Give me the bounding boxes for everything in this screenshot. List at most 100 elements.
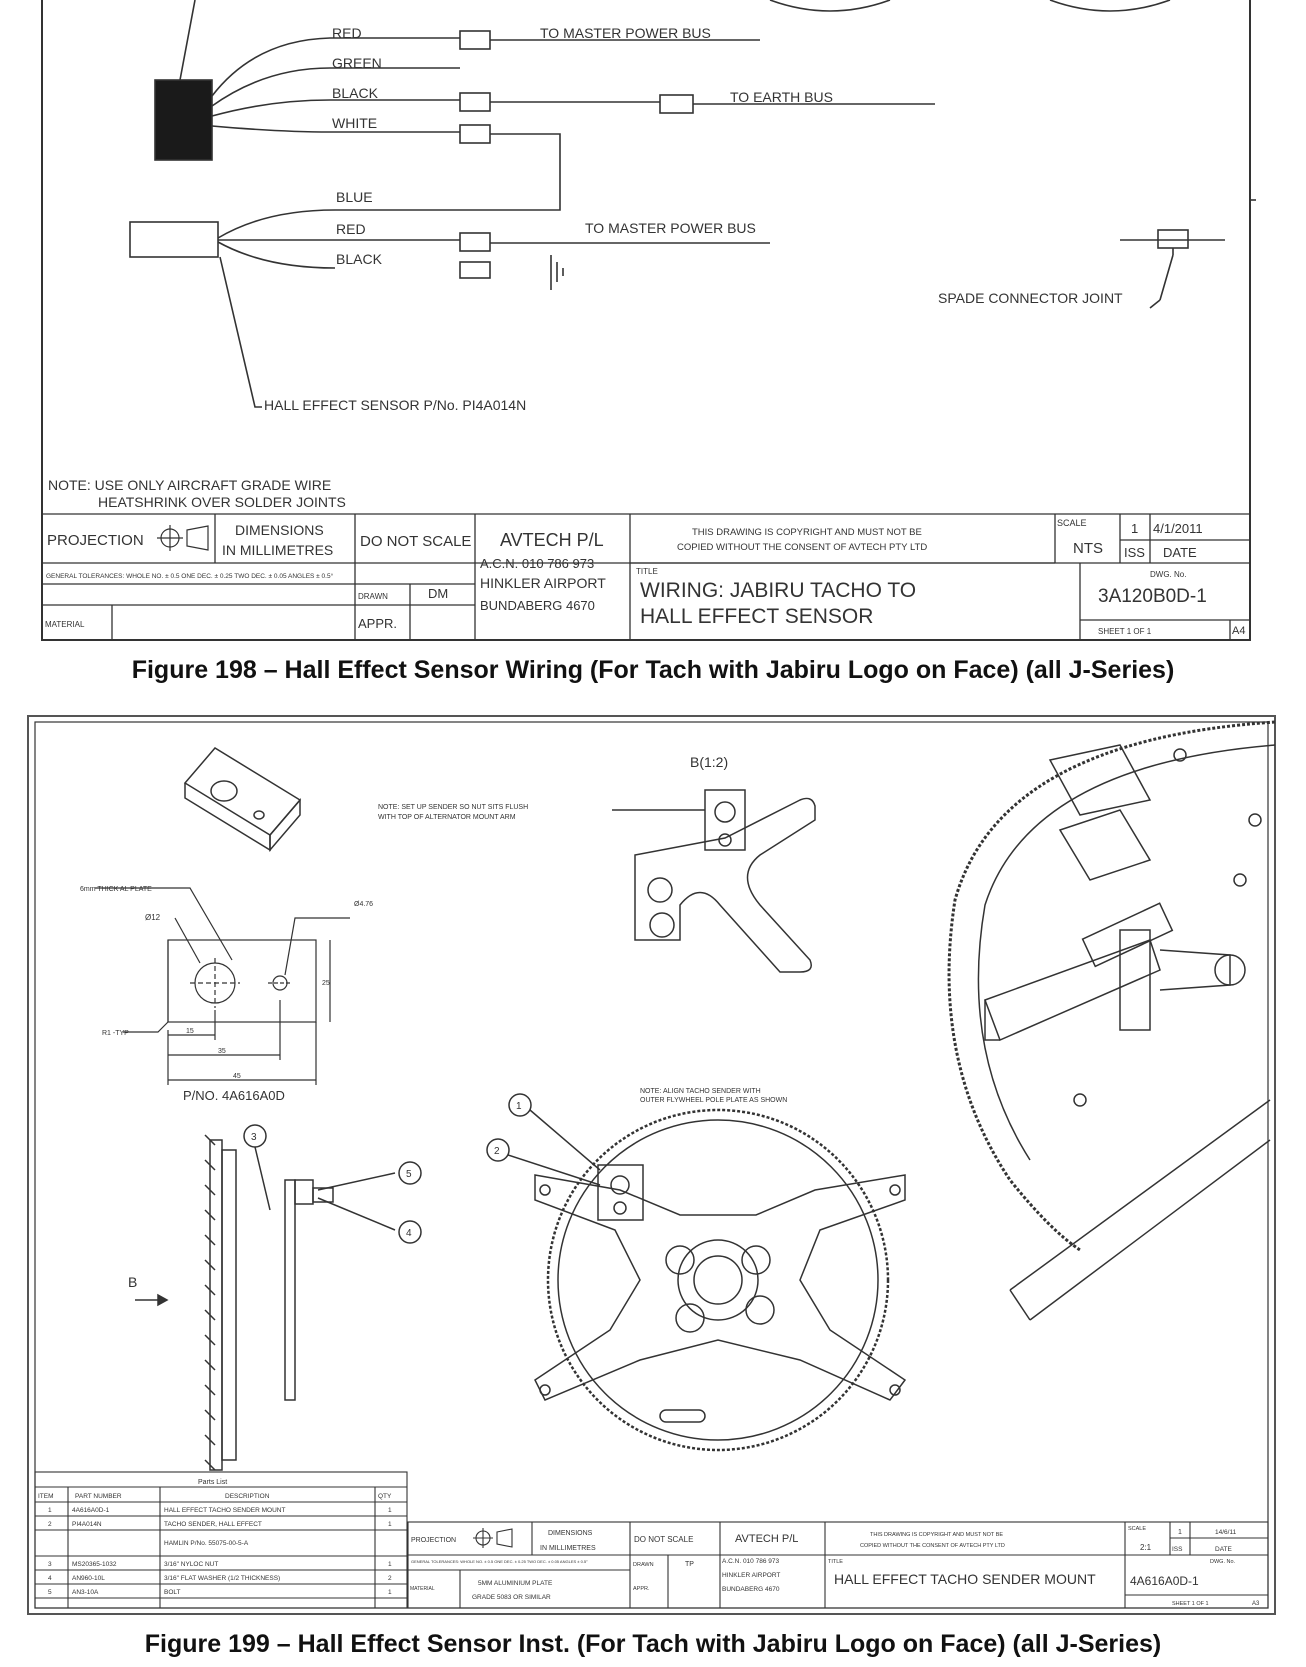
gauge-outline-left — [769, 0, 891, 12]
note-line-2: HEATSHRINK OVER SOLDER JOINTS — [98, 494, 346, 510]
tb199-material-label: MATERIAL — [410, 1586, 435, 1592]
tb198-dwg-no: 3A120B0D-1 — [1098, 586, 1207, 607]
balloon-5 — [398, 1161, 422, 1185]
tb199-dwg-no: 4A616A0D-1 — [1130, 1574, 1199, 1588]
parts-row-1-part: 4A616A0D-1 — [72, 1507, 110, 1514]
parts-row-1-qty: 1 — [388, 1507, 392, 1514]
wire-label-black-2: BLACK — [336, 251, 383, 267]
wire-label-white: WHITE — [332, 115, 377, 131]
tb198-drawn-label: DRAWN — [358, 592, 388, 601]
tb199-drawn-label: DRAWN — [633, 1562, 654, 1568]
tb199-address2: BUNDABERG 4670 — [722, 1586, 780, 1593]
parts-row-3-part: MS20365-1032 — [72, 1561, 117, 1568]
figure-199-text: B(1:2) NOTE: SET UP SENDER SO NUT SITS F… — [38, 754, 1260, 1607]
tb198-copyright1: THIS DRAWING IS COPYRIGHT AND MUST NOT B… — [692, 527, 922, 538]
parts-header-part-number: PART NUMBER — [75, 1493, 122, 1500]
side-view — [135, 1134, 396, 1471]
tb199-scale-label: SCALE — [1128, 1526, 1146, 1532]
tb198-projection: PROJECTION — [47, 532, 144, 549]
plate-thickness-label: 6mm THICK AL PLATE — [80, 886, 152, 893]
to-master-power-bus-label-2: TO MASTER POWER BUS — [585, 220, 756, 236]
detail-view-b — [612, 789, 816, 973]
tb199-title-label: TITLE — [828, 1559, 843, 1565]
tb199-title1: HALL EFFECT TACHO SENDER MOUNT — [834, 1571, 1096, 1587]
parts-row-2-part: PI4A014N — [72, 1521, 102, 1528]
tb198-title2: HALL EFFECT SENSOR — [640, 605, 873, 628]
parts-row-1-desc: HALL EFFECT TACHO SENDER MOUNT — [164, 1507, 285, 1514]
tb198-title-label: TITLE — [636, 567, 658, 576]
parts-row-5-part: AN3-10A — [72, 1589, 99, 1596]
balloon-2 — [486, 1138, 510, 1162]
hall-sensor-box — [129, 221, 219, 258]
tb199-iss-label: ISS — [1172, 1546, 1183, 1553]
balloon-3 — [243, 1124, 267, 1148]
note-align-line-1: NOTE: ALIGN TACHO SENDER WITH — [640, 1088, 761, 1095]
dia-476-label: Ø4.76 — [354, 901, 373, 908]
dim-25-label: 25 — [322, 980, 330, 987]
tb198-iss-label: ISS — [1124, 545, 1145, 560]
tb199-address1: HINKLER AIRPORT — [722, 1572, 780, 1579]
parts-header-description: DESCRIPTION — [225, 1493, 270, 1500]
dim-45-label: 45 — [233, 1073, 241, 1080]
note-nut-line-1: NOTE: SET UP SENDER SO NUT SITS FLUSH — [378, 804, 528, 811]
parts-header-qty: QTY — [378, 1493, 392, 1500]
figure-198-caption: Figure 198 – Hall Effect Sensor Wiring (… — [131, 656, 1175, 684]
tb199-issue: 1 — [1178, 1529, 1182, 1536]
tb199-in-mm: IN MILLIMETRES — [540, 1545, 596, 1552]
note-line-1: NOTE: USE ONLY AIRCRAFT GRADE WIRE — [48, 477, 331, 493]
tb199-size: A3 — [1252, 1601, 1260, 1607]
parts-row-3-desc: 3/16" NYLOC NUT — [164, 1561, 218, 1568]
tb198-date: 4/1/2011 — [1153, 521, 1203, 536]
r1-label: R1 -TYP — [102, 1030, 129, 1037]
tb198-in-mm: IN MILLIMETRES — [222, 542, 333, 558]
dim-15-label: 15 — [186, 1028, 194, 1035]
wire-label-red: RED — [332, 25, 362, 41]
balloon-4-number: 4 — [406, 1228, 412, 1239]
tb198-title1: WIRING: JABIRU TACHO TO — [640, 579, 916, 602]
tb198-scale-value: NTS — [1073, 540, 1103, 557]
tb198-scale-label: SCALE — [1057, 518, 1087, 528]
parts-row-4-desc: 3/16" FLAT WASHER (1/2 THICKNESS) — [164, 1575, 280, 1582]
tb199-copyright2: COPIED WITHOUT THE CONSENT OF AVTECH PTY… — [860, 1543, 1005, 1549]
projection-symbol-198 — [157, 525, 209, 551]
parts-row-4-item: 4 — [48, 1575, 52, 1582]
tb199-copyright1: THIS DRAWING IS COPYRIGHT AND MUST NOT B… — [870, 1532, 1003, 1538]
figure-199-drawing — [27, 715, 1276, 1615]
parts-header-item: ITEM — [38, 1493, 54, 1500]
spade-connector-label: SPADE CONNECTOR JOINT — [938, 290, 1123, 306]
tb199-company: AVTECH P/L — [735, 1533, 798, 1545]
arrow-b-label: B — [128, 1274, 137, 1290]
figure-198-text: RED GREEN BLACK WHITE TO MASTER POWER BU… — [45, 25, 1245, 637]
parts-row-5-desc: BOLT — [164, 1589, 181, 1596]
parts-list-table — [34, 1471, 408, 1609]
to-master-power-bus-label: TO MASTER POWER BUS — [540, 25, 711, 41]
parts-list-rows: 1 4A616A0D-1 HALL EFFECT TACHO SENDER MO… — [48, 1507, 392, 1596]
tb198-date-label: DATE — [1163, 545, 1197, 560]
flywheel-iso-view — [947, 720, 1276, 1321]
tb199-material2: GRADE 5083 OR SIMILAR — [472, 1594, 551, 1601]
parts-row-1-item: 1 — [48, 1507, 52, 1514]
tb198-issue: 1 — [1131, 521, 1138, 536]
part-number-label: P/NO. 4A616A0D — [183, 1088, 285, 1103]
balloon-1-number: 1 — [516, 1101, 522, 1112]
tb198-address2: BUNDABERG 4670 — [480, 598, 595, 613]
tb199-acn: A.C.N. 010 786 973 — [722, 1558, 779, 1565]
tb198-tolerances: GENERAL TOLERANCES: WHOLE NO. ± 0.5 ONE … — [46, 572, 334, 580]
balloon-1 — [508, 1093, 532, 1117]
tb198-dwg-label: DWG. No. — [1150, 570, 1186, 579]
tb199-material1: 5MM ALUMINIUM PLATE — [478, 1580, 553, 1587]
wire-label-green: GREEN — [332, 55, 382, 71]
tb198-address1: HINKLER AIRPORT — [480, 575, 606, 591]
hall-sensor-label: HALL EFFECT SENSOR P/No. PI4A014N — [264, 397, 526, 413]
figure-199-caption: Figure 199 – Hall Effect Sensor Inst. (F… — [144, 1630, 1162, 1658]
tb199-projection: PROJECTION — [411, 1537, 456, 1544]
parts-row-2-qty: 1 — [388, 1521, 392, 1528]
parts-list-header: ITEM PART NUMBER DESCRIPTION QTY — [38, 1493, 392, 1500]
to-earth-bus-label: TO EARTH BUS — [730, 89, 833, 105]
tb199-dwg-label: DWG. No. — [1210, 1559, 1236, 1565]
parts-row-5-item: 5 — [48, 1589, 52, 1596]
flywheel-centre-view — [534, 1108, 907, 1452]
parts-row-4-qty: 2 — [388, 1575, 392, 1582]
dim-35-label: 35 — [218, 1048, 226, 1055]
